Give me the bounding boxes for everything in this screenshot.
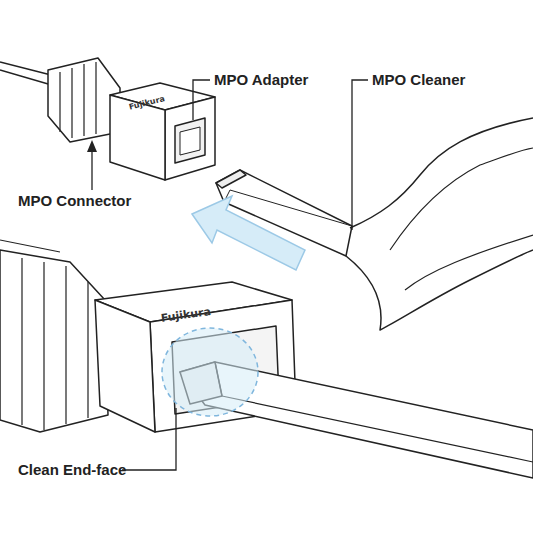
connector-boot [0,250,108,432]
part-label: MPO Connector [18,192,131,210]
cleaner-handle [346,118,533,330]
cable [0,62,55,86]
adapter-side [95,300,155,432]
adapter-opening [175,118,205,163]
leader-line [122,408,176,470]
connector-boot [48,58,120,142]
insert-arrow [192,196,305,270]
part-label: Clean End-face [18,461,126,479]
leader-line [193,80,210,120]
part-label: MPO Cleaner [372,71,465,89]
leader-arrowhead [87,140,97,152]
highlight-circle [162,328,258,416]
part-label: MPO Adapter [214,71,308,89]
leader-line [352,80,368,230]
adapter-front [165,97,215,180]
leader-line [91,148,92,190]
adapter-side [110,95,165,180]
